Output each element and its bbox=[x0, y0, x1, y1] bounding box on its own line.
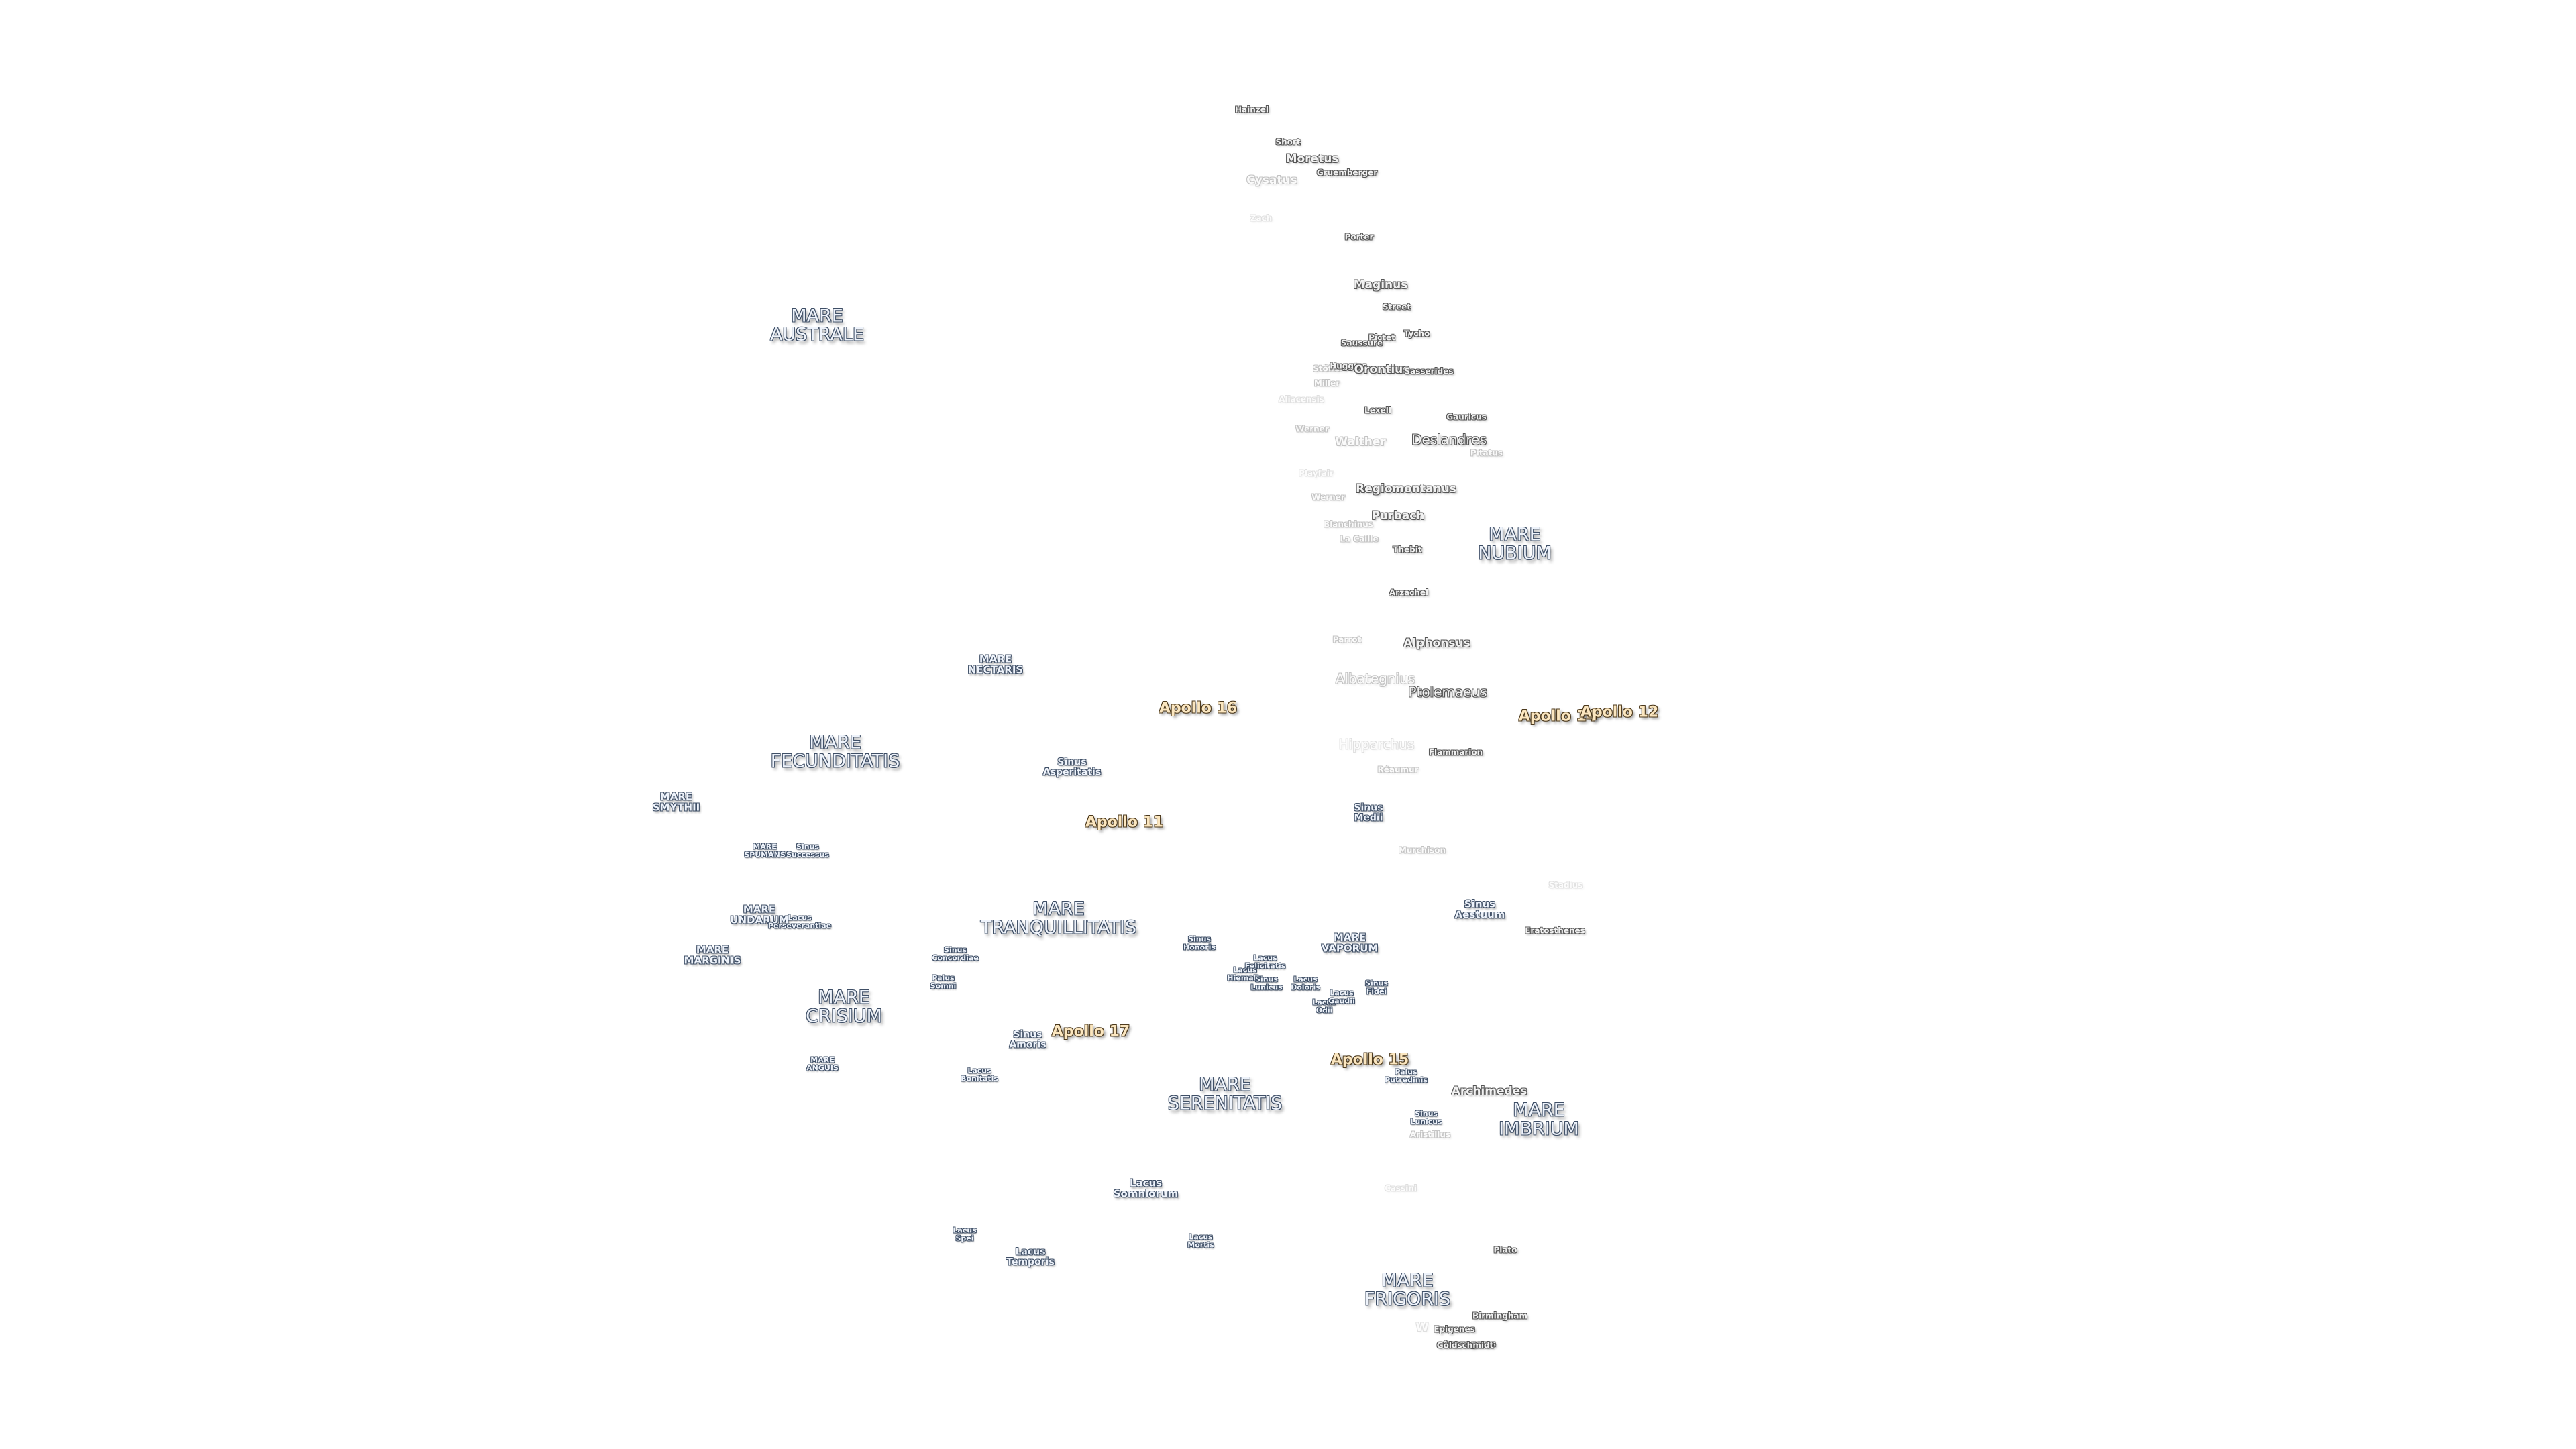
label-regiomontanus[interactable]: Regiomontanus bbox=[1356, 482, 1456, 496]
label-porter[interactable]: Porter bbox=[1344, 232, 1374, 242]
label-walther[interactable]: Walther bbox=[1335, 435, 1386, 449]
label-orontius[interactable]: Orontius bbox=[1354, 363, 1410, 377]
label-albategnius[interactable]: Albategnius bbox=[1335, 670, 1415, 687]
label-miller[interactable]: Miller bbox=[1313, 378, 1340, 388]
label-archimedes[interactable]: Archimedes bbox=[1451, 1085, 1527, 1099]
label-epigenes[interactable]: Epigenes bbox=[1434, 1324, 1475, 1334]
label-ptolemaeus[interactable]: Ptolemaeus bbox=[1408, 684, 1487, 700]
label-moretus[interactable]: Moretus bbox=[1285, 152, 1339, 166]
label-deslandres[interactable]: Deslandres bbox=[1411, 431, 1487, 448]
label-saussure[interactable]: Saussure bbox=[1340, 338, 1383, 348]
label-apollo-17[interactable]: Apollo 17 bbox=[1051, 1023, 1130, 1040]
label-street[interactable]: Street bbox=[1382, 302, 1411, 312]
label-playfair[interactable]: Playfair bbox=[1299, 468, 1334, 478]
label-cysatus[interactable]: Cysatus bbox=[1246, 174, 1297, 188]
label-gruemberger[interactable]: Gruemberger bbox=[1316, 168, 1378, 178]
label-w-label[interactable]: W bbox=[1415, 1321, 1429, 1335]
label-apollo-16[interactable]: Apollo 16 bbox=[1159, 700, 1238, 717]
label-murchison[interactable]: Murchison bbox=[1398, 845, 1446, 855]
label-arzachel[interactable]: Arzachel bbox=[1389, 588, 1429, 598]
label-gauricus[interactable]: Gauricus bbox=[1446, 412, 1487, 422]
label-hipparchus[interactable]: Hipparchus bbox=[1338, 736, 1415, 753]
label-sasserides[interactable]: Sasserides bbox=[1404, 366, 1454, 376]
label-hainzel[interactable]: Hainzel bbox=[1234, 105, 1269, 115]
label-huggins[interactable]: Huggins bbox=[1330, 361, 1367, 371]
label-stofler[interactable]: Stöfler bbox=[1313, 364, 1344, 374]
label-apollo-15[interactable]: Apollo 15 bbox=[1330, 1051, 1409, 1069]
label-pictet[interactable]: Pictet bbox=[1368, 333, 1395, 343]
label-werner-2[interactable]: Werner bbox=[1311, 492, 1345, 502]
label-zach[interactable]: Zach bbox=[1250, 213, 1273, 223]
label-reaumur[interactable]: Réaumur bbox=[1377, 765, 1419, 775]
label-purbach[interactable]: Purbach bbox=[1371, 509, 1425, 523]
label-goldschmidt[interactable]: Goldschmidt bbox=[1436, 1340, 1494, 1350]
label-plato[interactable]: Plato bbox=[1493, 1245, 1517, 1255]
label-aliacensis[interactable]: Aliacensis bbox=[1279, 394, 1324, 405]
label-aristillus[interactable]: Aristillus bbox=[1409, 1130, 1451, 1140]
label-alphonsus[interactable]: Alphonsus bbox=[1403, 637, 1470, 651]
label-short[interactable]: Short bbox=[1275, 137, 1301, 147]
label-stadius[interactable]: Stadius bbox=[1548, 880, 1583, 890]
label-flammarion[interactable]: Flammarion bbox=[1428, 747, 1483, 757]
label-la-caille[interactable]: La Caille bbox=[1340, 534, 1379, 544]
label-cassini[interactable]: Cassini bbox=[1385, 1183, 1417, 1193]
label-werner[interactable]: Werner bbox=[1295, 424, 1329, 434]
label-anaxagoras[interactable]: Anaxagoras bbox=[1442, 1339, 1496, 1349]
label-lexell[interactable]: Lexell bbox=[1364, 405, 1391, 415]
label-birmingham[interactable]: Birmingham bbox=[1472, 1311, 1528, 1321]
label-apollo-14[interactable]: Apollo 14 bbox=[1518, 708, 1597, 725]
label-blanchinus[interactable]: Blanchinus bbox=[1324, 519, 1373, 529]
label-parrot[interactable]: Parrot bbox=[1332, 635, 1362, 645]
label-eratosthenes[interactable]: Eratosthenes bbox=[1525, 926, 1585, 936]
label-apollo-11[interactable]: Apollo 11 bbox=[1085, 814, 1164, 831]
label-tycho[interactable]: Tycho bbox=[1403, 329, 1430, 339]
label-pitatus[interactable]: Pitatus bbox=[1470, 448, 1503, 458]
label-apollo-12[interactable]: Apollo 12 bbox=[1580, 704, 1659, 721]
label-maginus[interactable]: Maginus bbox=[1353, 278, 1408, 292]
label-thebit[interactable]: Thebit bbox=[1393, 545, 1422, 555]
